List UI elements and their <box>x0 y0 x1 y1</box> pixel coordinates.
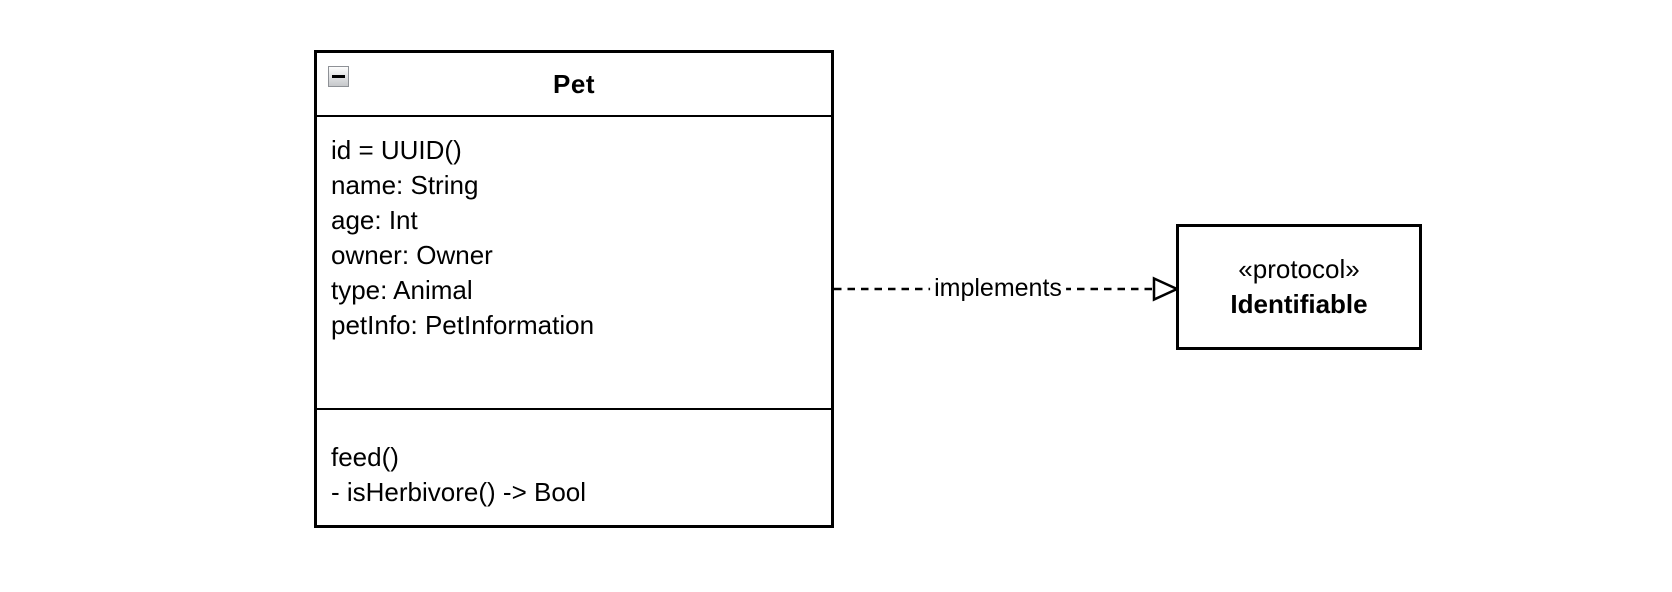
collapse-button[interactable] <box>328 66 349 87</box>
attribute-line: age: Int <box>331 205 418 235</box>
pet-class-box[interactable]: Pet id = UUID() name: String age: Int ow… <box>314 50 834 528</box>
pet-methods-section: feed() - isHerbivore() -> Bool <box>317 410 831 525</box>
attribute-line: petInfo: PetInformation <box>331 310 595 340</box>
protocol-name: Identifiable <box>1230 289 1368 319</box>
pet-class-header: Pet <box>317 53 831 117</box>
attribute-line: type: Animal <box>331 275 473 305</box>
protocol-box[interactable]: «protocol» Identifiable <box>1176 224 1422 350</box>
hollow-triangle-arrowhead <box>1152 276 1180 302</box>
method-line: feed() <box>331 442 399 472</box>
minus-icon <box>332 75 345 78</box>
pet-class-title: Pet <box>553 68 595 99</box>
implements-arrow[interactable] <box>834 269 1180 309</box>
protocol-stereotype: «protocol» <box>1238 254 1360 284</box>
attribute-line: name: String <box>331 170 479 200</box>
attribute-line: id = UUID() <box>331 135 462 165</box>
pet-attributes-section: id = UUID() name: String age: Int owner:… <box>317 117 831 410</box>
implements-label: implements <box>930 271 1066 305</box>
attribute-line: owner: Owner <box>331 240 493 270</box>
method-line: - isHerbivore() -> Bool <box>331 477 587 507</box>
